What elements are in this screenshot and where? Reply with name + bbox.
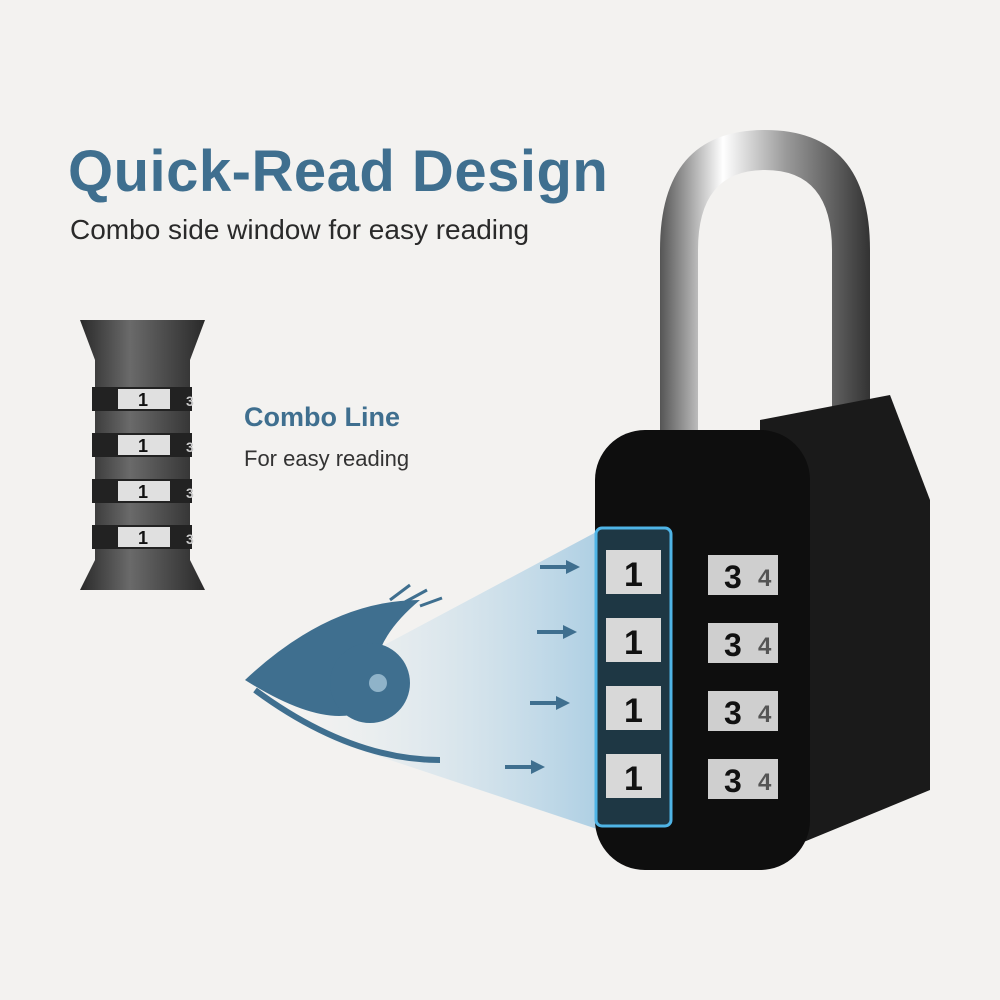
side-digit: 3	[724, 559, 742, 595]
side-digit: 3	[724, 627, 742, 663]
shackle	[660, 130, 870, 440]
view-beam	[300, 530, 600, 830]
callout-title: Combo Line	[244, 402, 400, 432]
edge-digit: 4	[758, 769, 772, 796]
page-title: Quick-Read Design	[68, 139, 609, 204]
cylinder-digit: 1	[138, 436, 148, 456]
side-digit: 3	[724, 695, 742, 731]
cylinder-side-digit: 3	[186, 531, 194, 547]
arrow-right-icon	[530, 696, 570, 710]
front-digit: 1	[624, 624, 643, 662]
front-digit: 1	[624, 760, 643, 798]
arrow-group	[505, 560, 580, 774]
page-subtitle: Combo side window for easy reading	[70, 214, 530, 245]
cylinder-digit: 1	[138, 528, 148, 548]
cylinder-side-digit: 3	[186, 393, 194, 409]
cylinder-digit: 1	[138, 482, 148, 502]
arrow-right-icon	[537, 625, 577, 639]
edge-digit: 4	[758, 565, 772, 592]
arrow-right-icon	[540, 560, 580, 574]
side-digit: 3	[724, 763, 742, 799]
eye-icon	[245, 583, 443, 763]
arrow-right-icon	[505, 760, 545, 774]
front-digit: 1	[624, 692, 643, 730]
front-digit: 1	[624, 556, 643, 594]
edge-digit: 4	[758, 701, 772, 728]
cylinder-side-digit: 3	[186, 485, 194, 501]
cylinder-side-digit: 3	[186, 439, 194, 455]
cylinder-digit: 1	[138, 390, 148, 410]
callout-subtitle: For easy reading	[244, 446, 410, 471]
edge-digit: 4	[758, 633, 772, 660]
